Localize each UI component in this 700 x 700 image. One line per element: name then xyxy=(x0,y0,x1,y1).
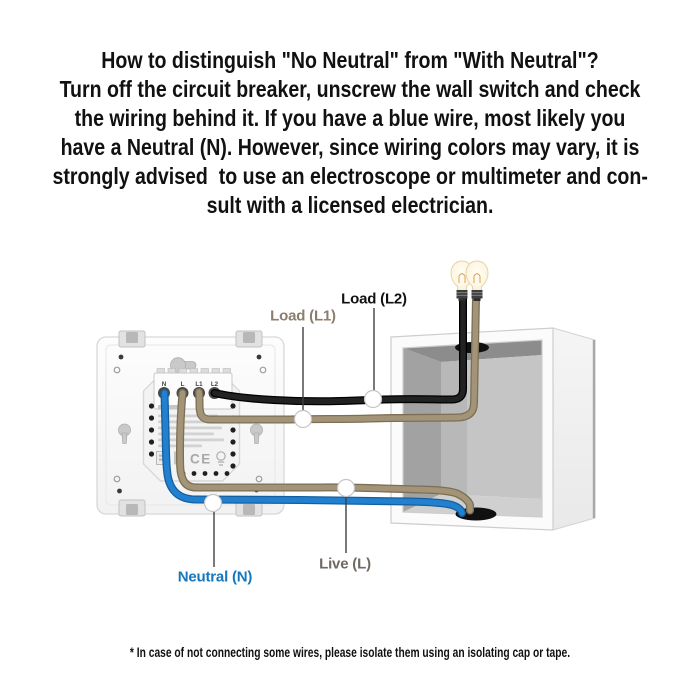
marker-live xyxy=(336,478,356,498)
marker-load-l2 xyxy=(363,389,383,409)
title-line: strongly advised to use an electroscope … xyxy=(52,163,648,189)
title-line: sult with a licensed electrician. xyxy=(206,192,494,218)
marker-load-l1 xyxy=(293,409,313,429)
module-print xyxy=(158,405,224,448)
title-line: How to distinguish "No Neutral" from "Wi… xyxy=(101,47,599,73)
lamp-icon xyxy=(216,451,226,466)
title-line: Turn off the circuit breaker, unscrew th… xyxy=(59,76,641,102)
title-line: the wiring behind it. If you have a blue… xyxy=(74,105,626,131)
label-load-l1: Load (L1) xyxy=(270,307,336,325)
footnote: * In case of not connecting some wires, … xyxy=(129,645,571,660)
title-block: How to distinguish "No Neutral" from "Wi… xyxy=(53,46,648,220)
wire-neutral xyxy=(160,389,466,517)
light-bulbs xyxy=(450,260,489,301)
terminal-label-l: L xyxy=(181,381,185,388)
junction-box-side xyxy=(552,327,596,531)
terminal-label-l2: L2 xyxy=(211,381,219,388)
ce-mark: CE xyxy=(190,452,212,467)
wire-live xyxy=(176,389,474,515)
connection-markers xyxy=(203,389,383,513)
switch-plate-inner-frame xyxy=(105,344,276,506)
label-leader-lines xyxy=(213,308,375,567)
bottom-cable-hole xyxy=(455,507,497,521)
junction-box xyxy=(390,327,596,531)
label-neutral: Neutral (N) xyxy=(177,568,253,586)
terminal-label-n: N xyxy=(162,381,167,388)
label-live: Live (L) xyxy=(319,555,371,573)
wires xyxy=(160,293,480,517)
mounting-clips xyxy=(118,330,263,517)
wire-load-l2 xyxy=(210,293,467,406)
wire-load-l1 xyxy=(195,293,480,424)
terminal-label-l1: L1 xyxy=(195,381,203,388)
junction-box-frame xyxy=(390,327,554,531)
title-line: have a Neutral (N). However, since wirin… xyxy=(60,134,640,160)
bulb-right xyxy=(465,260,489,301)
label-load-l2: Load (L2) xyxy=(341,290,407,308)
box-interior-left-wall xyxy=(403,348,441,512)
marker-neutral xyxy=(203,493,223,513)
